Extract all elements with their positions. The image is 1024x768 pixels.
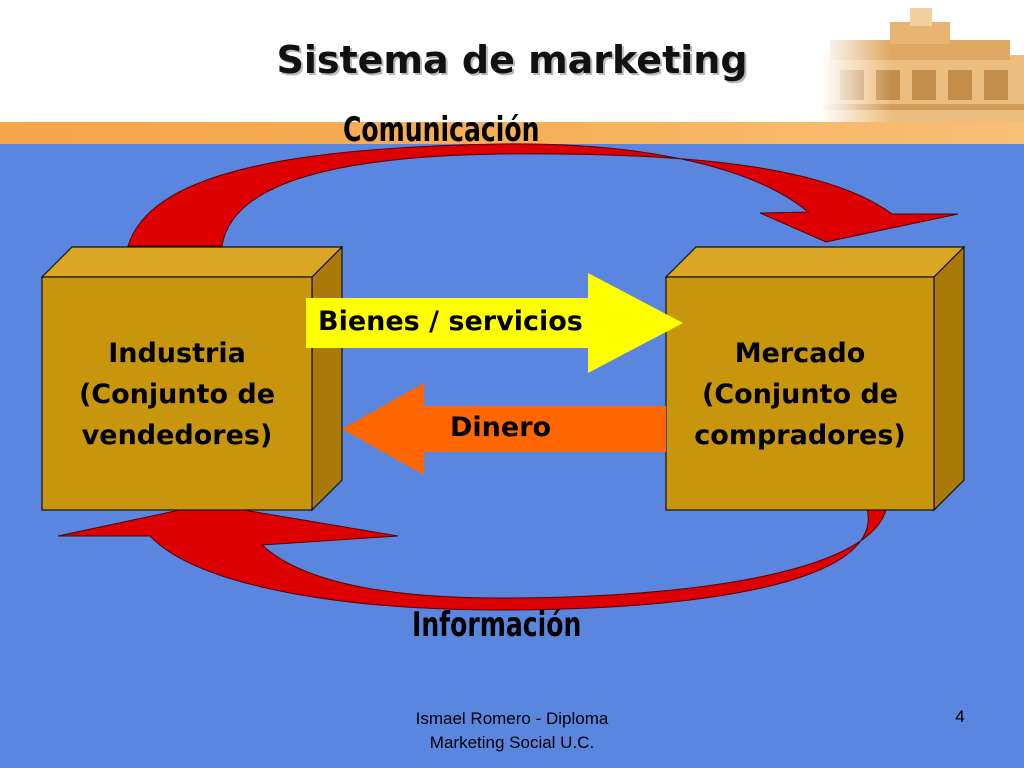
building-photo-icon <box>820 0 1024 122</box>
goods-arrow-label: Bienes / servicios <box>318 306 583 337</box>
footer-text: Ismael Romero - Diploma Marketing Social… <box>370 707 654 755</box>
mercado-line-1: Mercado <box>734 338 866 369</box>
slide-title: Sistema de marketing <box>276 38 748 82</box>
header-stripe <box>0 122 1024 144</box>
bottom-flow-label: Información <box>412 605 582 645</box>
industria-line-3: vendedores) <box>81 420 273 451</box>
footer-line-1: Ismael Romero - Diploma <box>415 709 609 728</box>
industria-line-2: (Conjunto de <box>78 379 276 410</box>
top-curved-arrow <box>127 143 959 247</box>
money-arrow-label: Dinero <box>450 412 552 443</box>
industria-box <box>40 245 344 512</box>
money-arrow <box>342 383 666 475</box>
goods-arrow <box>306 273 683 373</box>
bottom-curved-arrow <box>57 503 888 611</box>
mercado-box <box>664 245 966 512</box>
top-flow-label: Comunicación <box>343 110 540 150</box>
mercado-box-label: Mercado (Conjunto de compradores) <box>666 333 934 456</box>
page-number: 4 <box>955 707 965 726</box>
industria-line-1: Industria <box>108 338 246 369</box>
footer-line-2: Marketing Social U.C. <box>429 733 595 752</box>
mercado-line-3: compradores) <box>694 420 906 451</box>
mercado-line-2: (Conjunto de <box>701 379 899 410</box>
industria-box-label: Industria (Conjunto de vendedores) <box>42 333 312 456</box>
